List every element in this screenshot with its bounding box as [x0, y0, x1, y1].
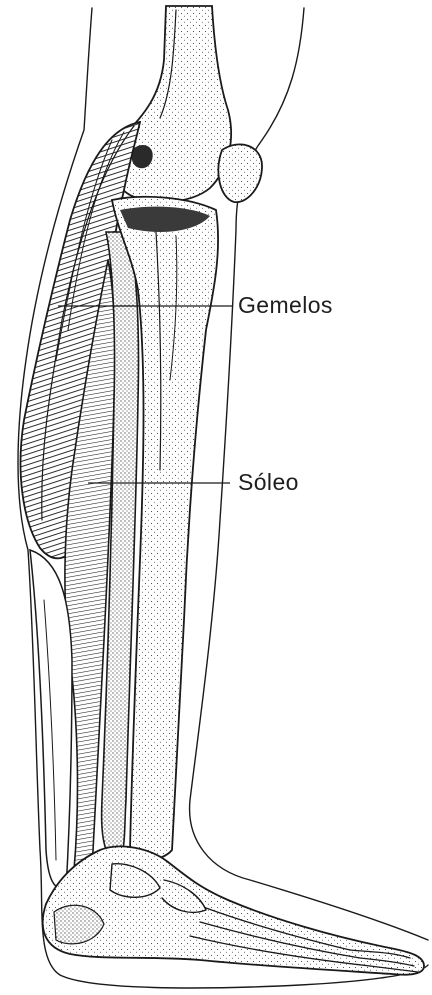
femur-bone: [113, 6, 262, 202]
label-soleo: Sóleo: [238, 469, 299, 495]
foot-bones: [43, 846, 424, 974]
label-gemelos: Gemelos: [238, 292, 333, 318]
labels: Gemelos Sóleo: [238, 292, 333, 495]
achilles-tendon: [30, 550, 72, 890]
